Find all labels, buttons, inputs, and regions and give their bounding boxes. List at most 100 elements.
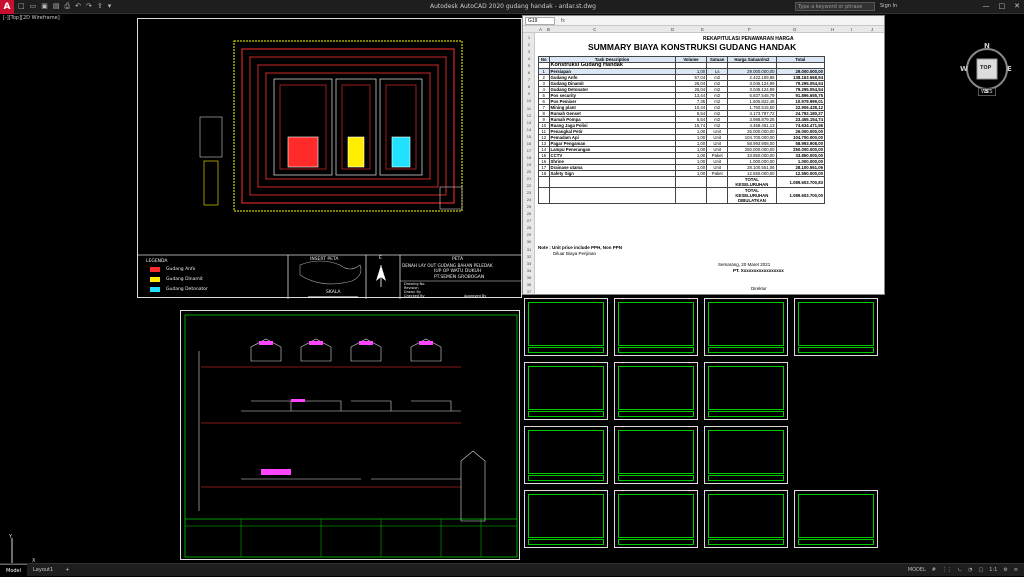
detail-sheet-thumbnail[interactable] xyxy=(704,490,788,548)
column-header[interactable]: E xyxy=(701,27,705,32)
grid-icon[interactable]: # xyxy=(931,567,936,573)
row-header[interactable]: 33 xyxy=(526,260,532,266)
column-header[interactable]: F xyxy=(748,27,751,32)
column-header[interactable]: H xyxy=(831,27,835,32)
viewcube[interactable]: TOP N S E W xyxy=(960,42,1012,95)
row-header[interactable]: 31 xyxy=(526,246,532,252)
print-icon[interactable]: ⎙ xyxy=(64,2,71,10)
row-header[interactable]: 5 xyxy=(527,63,531,69)
row-header[interactable]: 20 xyxy=(526,168,532,174)
row-header[interactable]: 37 xyxy=(526,288,532,294)
row-header[interactable]: 16 xyxy=(526,140,532,146)
row-header[interactable]: 7 xyxy=(527,77,531,83)
search-input[interactable]: Type a keyword or phrase xyxy=(795,2,875,11)
new-file-icon[interactable]: □ xyxy=(18,2,25,10)
maximize-icon[interactable]: □ xyxy=(998,2,1006,10)
detail-sheet-thumbnail[interactable] xyxy=(704,362,788,420)
row-header[interactable]: 23 xyxy=(526,190,532,196)
detail-sheet-thumbnail[interactable] xyxy=(614,362,698,420)
column-header[interactable]: C xyxy=(593,27,597,32)
header-harga[interactable]: Harga Satuan/m2 xyxy=(727,56,777,63)
layout-map-sheet[interactable]: LEGENDA Gudang Anfo Gudang Dinamit Gudan… xyxy=(137,18,523,299)
gear-icon[interactable]: ⚙ xyxy=(1003,567,1008,573)
row-header[interactable]: 6 xyxy=(527,70,531,76)
detail-sheet-thumbnail[interactable] xyxy=(704,426,788,484)
undo-icon[interactable]: ↶ xyxy=(75,2,81,10)
detail-sheet-thumbnail[interactable] xyxy=(524,426,608,484)
column-header[interactable]: J xyxy=(871,27,874,32)
detail-sheet-thumbnail[interactable] xyxy=(704,298,788,356)
row-header[interactable]: 1 xyxy=(527,35,531,40)
save-icon[interactable]: ▣ xyxy=(41,2,48,10)
customize-icon[interactable]: ≡ xyxy=(1013,567,1018,573)
tab-layout1[interactable]: Layout1 xyxy=(33,567,54,573)
minimize-icon[interactable]: — xyxy=(982,2,990,10)
row-header[interactable]: 30 xyxy=(526,239,532,245)
row-header[interactable]: 13 xyxy=(526,119,532,125)
detail-sheet-thumbnail[interactable] xyxy=(794,298,878,356)
row-header[interactable]: 24 xyxy=(526,197,532,203)
viewport-controls-label[interactable]: [-][Top][2D Wireframe] xyxy=(3,15,60,21)
elevation-detail-sheet[interactable] xyxy=(180,310,520,560)
row-header[interactable]: 11 xyxy=(526,105,532,111)
row-header[interactable]: 32 xyxy=(526,253,532,259)
ortho-icon[interactable]: ∟ xyxy=(957,567,963,573)
row-header[interactable]: 12 xyxy=(526,112,532,118)
name-box[interactable]: G19 xyxy=(525,16,555,25)
column-header[interactable]: D xyxy=(671,27,675,32)
row-header[interactable]: 22 xyxy=(526,183,532,189)
tab-add-layout[interactable]: + xyxy=(65,567,70,573)
column-header[interactable]: A xyxy=(539,27,543,32)
row-header[interactable]: 19 xyxy=(526,161,532,167)
compass-east[interactable]: E xyxy=(1007,65,1012,73)
tab-model[interactable]: Model xyxy=(0,564,28,576)
snap-icon[interactable]: ⋮⋮ xyxy=(941,567,952,573)
column-header[interactable]: G xyxy=(793,27,797,32)
column-header[interactable]: B xyxy=(547,27,551,32)
row-header[interactable]: 3 xyxy=(527,49,531,55)
row-header[interactable]: 10 xyxy=(526,98,532,104)
row-header[interactable]: 36 xyxy=(526,281,532,287)
detail-sheet-thumbnail[interactable] xyxy=(794,490,878,548)
row-header[interactable]: 28 xyxy=(526,225,532,231)
column-header[interactable]: I xyxy=(851,27,853,32)
row-header[interactable]: 34 xyxy=(526,267,532,273)
wcs-dropdown[interactable]: WCS xyxy=(978,88,996,96)
detail-sheet-thumbnail[interactable] xyxy=(614,426,698,484)
row-header[interactable]: 27 xyxy=(526,218,532,224)
close-icon[interactable]: ✕ xyxy=(1014,2,1020,10)
row-header[interactable]: 9 xyxy=(527,91,531,97)
detail-sheet-thumbnail[interactable] xyxy=(524,362,608,420)
row-header[interactable]: 8 xyxy=(527,84,531,90)
row-header[interactable]: 18 xyxy=(526,154,532,160)
row-header[interactable]: 21 xyxy=(526,176,532,181)
annotation-scale[interactable]: 1:1 xyxy=(989,567,998,573)
redo-icon[interactable]: ↷ xyxy=(85,2,92,10)
save-as-icon[interactable]: ▤ xyxy=(52,2,60,10)
row-header[interactable]: 35 xyxy=(526,274,532,280)
share-icon[interactable]: ⇪ xyxy=(96,2,103,10)
polar-icon[interactable]: ◔ xyxy=(968,567,973,573)
viewcube-top-face[interactable]: TOP xyxy=(980,65,992,71)
detail-sheet-thumbnail[interactable] xyxy=(614,298,698,356)
open-file-icon[interactable]: ▭ xyxy=(29,2,37,10)
compass-west[interactable]: W xyxy=(960,65,968,73)
row-header[interactable]: 14 xyxy=(526,126,532,132)
sign-in-button[interactable]: Sign In xyxy=(880,3,898,9)
workspace-dropdown-icon[interactable]: ▾ xyxy=(107,2,112,10)
row-header[interactable]: 4 xyxy=(527,56,531,62)
detail-sheet-thumbnail[interactable] xyxy=(614,490,698,548)
row-header[interactable]: 29 xyxy=(526,232,532,238)
row-header[interactable]: 25 xyxy=(526,204,532,210)
row-header[interactable]: 15 xyxy=(526,133,532,139)
compass-north[interactable]: N xyxy=(984,42,990,50)
compass-south[interactable]: S xyxy=(984,87,990,95)
osnap-icon[interactable]: □ xyxy=(978,567,984,573)
